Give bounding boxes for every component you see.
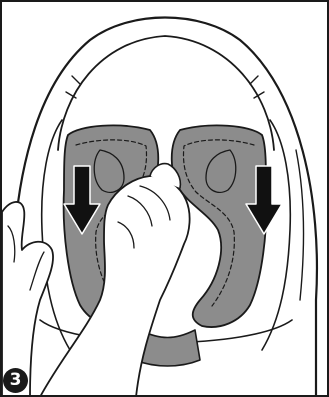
- step-number-badge: 3: [3, 368, 28, 393]
